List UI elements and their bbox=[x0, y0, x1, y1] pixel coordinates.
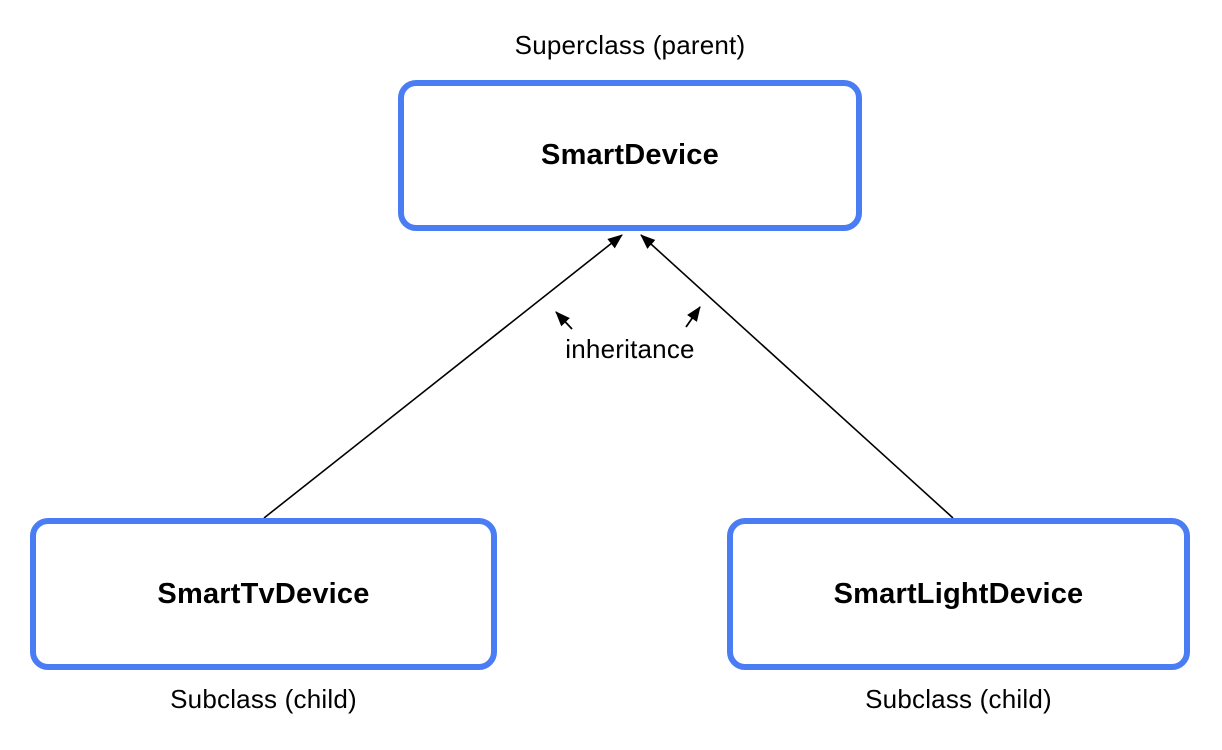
subclass-box-label: SmartLightDevice bbox=[833, 577, 1084, 610]
annotation-arrow-right bbox=[685, 306, 701, 328]
annotation-arrow-left bbox=[555, 311, 573, 330]
inheritance-label: inheritance bbox=[565, 334, 695, 364]
subclass-caption-left: Subclass (child) bbox=[170, 684, 357, 714]
subclass-caption-right: Subclass (child) bbox=[865, 684, 1052, 714]
subclass-box-label: SmartTvDevice bbox=[157, 577, 370, 610]
inheritance-arrow-left bbox=[263, 234, 623, 519]
superclass-caption: Superclass (parent) bbox=[514, 30, 746, 60]
subclass-box-smarttvdevice: SmartTvDevice bbox=[30, 518, 497, 670]
inheritance-arrow-right bbox=[640, 234, 954, 519]
subclass-box-smartlightdevice: SmartLightDevice bbox=[727, 518, 1190, 670]
superclass-box: SmartDevice bbox=[398, 80, 862, 231]
superclass-box-label: SmartDevice bbox=[541, 139, 719, 171]
